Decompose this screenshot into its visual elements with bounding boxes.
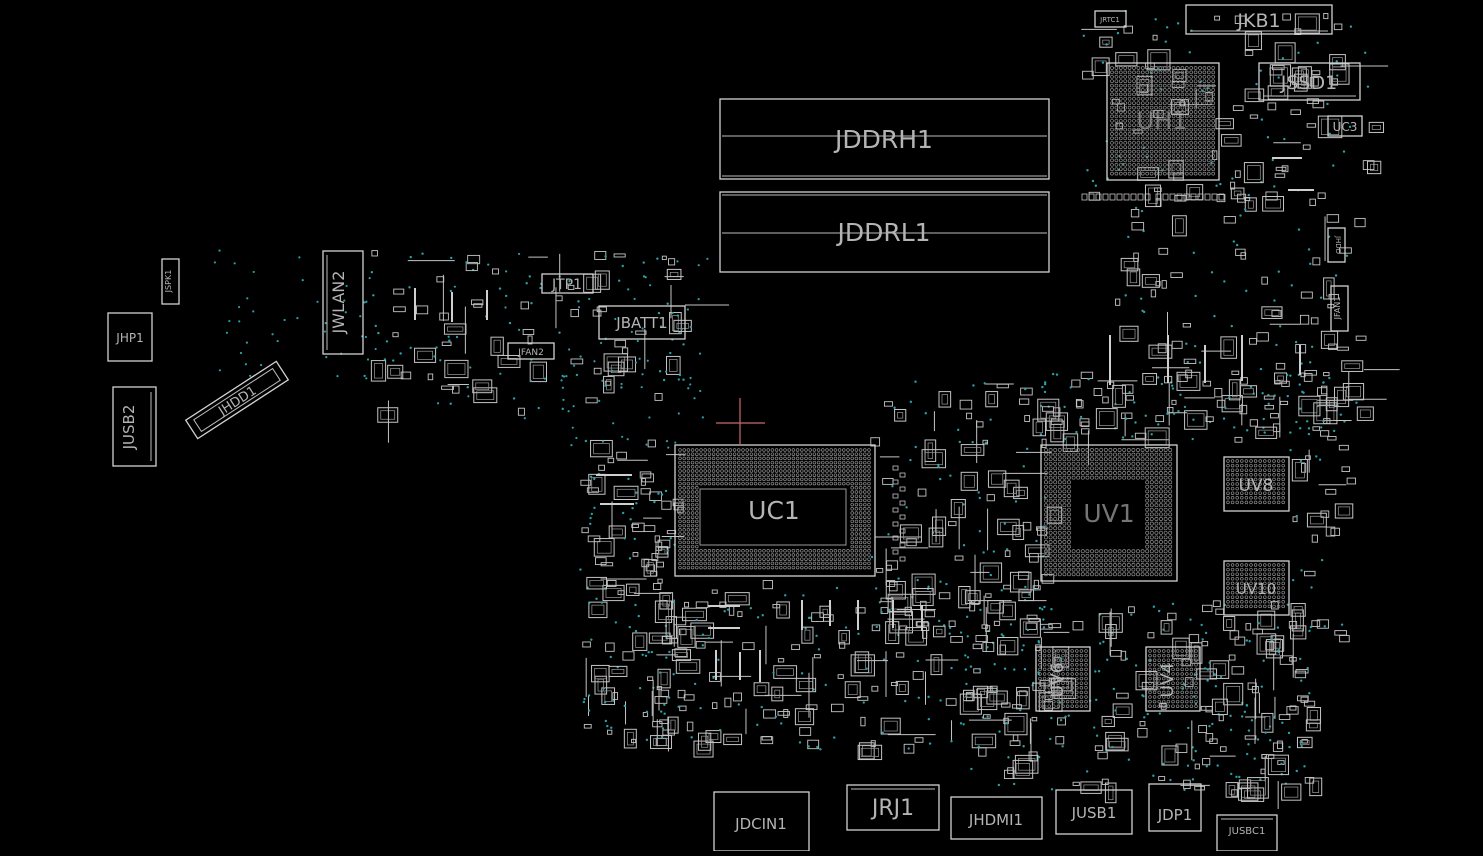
connector-jusbc1[interactable]: JUSBC1 <box>1216 814 1278 852</box>
label-uh1: UH1 <box>1137 107 1188 135</box>
label-jhp1: JHP1 <box>115 331 143 345</box>
label-jusb1: JUSB1 <box>1071 804 1117 822</box>
connector-jrj1[interactable]: JRJ1 <box>846 784 940 831</box>
connector-jkb1[interactable]: JKB1 <box>1185 4 1333 35</box>
label-jhdd: JHDD <box>1334 235 1342 254</box>
label-jhdmi1: JHDMI1 <box>968 811 1023 829</box>
connector-jhdd1[interactable]: JHDD1 <box>184 360 290 440</box>
label-jwlan2: JWLAN2 <box>329 271 348 335</box>
label-jrtc1: JRTC1 <box>1099 16 1120 24</box>
label-jddrh1: JDDRH1 <box>833 125 933 154</box>
uv4-ball-grid <box>1148 649 1198 708</box>
connector-jtp1[interactable]: JTP1 <box>541 273 594 294</box>
connector-jspk1[interactable]: JSPK1 <box>161 258 180 305</box>
connector-jbatt1[interactable]: JBATT1 <box>598 305 686 340</box>
connector-jdcin1[interactable]: JDCIN1 <box>713 791 810 852</box>
chip-uv6[interactable]: UV6 <box>1035 646 1091 712</box>
chip-uc3[interactable]: UC3 <box>1327 115 1363 137</box>
label-jddrl1: JDDRL1 <box>835 218 930 247</box>
label-jfan2: JFAN2 <box>517 348 544 358</box>
connector-jrtc1[interactable]: JRTC1 <box>1094 10 1127 28</box>
connector-jwlan2[interactable]: JWLAN2 <box>322 250 364 355</box>
label-uv8: UV8 <box>1239 476 1274 496</box>
label-jbatt1: JBATT1 <box>615 314 667 332</box>
uv8-ball-grid <box>1226 459 1285 505</box>
connector-jddrh1[interactable]: JDDRH1 <box>719 98 1050 180</box>
label-jhdd1: JHDD1 <box>215 384 259 420</box>
cursor-crosshair <box>716 398 765 445</box>
connector-jfan1[interactable]: JFAN1 <box>1330 285 1349 332</box>
connector-jhp1[interactable]: JHP1 <box>107 312 153 362</box>
chip-uc1[interactable]: UC1 <box>674 444 876 577</box>
small-components-layer <box>213 9 1400 809</box>
label-jusbc1: JUSBC1 <box>1228 826 1266 837</box>
connector-jfan2[interactable]: JFAN2 <box>507 342 555 360</box>
label-uv1: UV1 <box>1083 499 1134 528</box>
uv10-ball-grid <box>1226 563 1285 609</box>
label-uv4: UV4 <box>1158 663 1178 698</box>
connector-jusb2[interactable]: JUSB2 <box>112 386 157 467</box>
label-uc1: UC1 <box>748 496 800 525</box>
label-jssd1: JSSD1 <box>1280 72 1337 94</box>
connector-jhdd[interactable]: JHDD <box>1327 227 1346 263</box>
chip-uv8[interactable]: UV8 <box>1223 456 1290 512</box>
label-jfan1: JFAN1 <box>1333 297 1342 321</box>
label-uv10: UV10 <box>1236 580 1276 598</box>
label-uc3: UC3 <box>1333 120 1358 134</box>
connector-jdp1[interactable]: JDP1 <box>1148 783 1202 832</box>
uh1-ball-grid <box>1110 66 1216 176</box>
connector-jhdmi1[interactable]: JHDMI1 <box>950 796 1043 840</box>
label-jdcin1: JDCIN1 <box>734 815 787 833</box>
connector-jssd1[interactable]: JSSD1 <box>1258 62 1361 101</box>
label-jusb2: JUSB2 <box>120 405 138 451</box>
connector-jusb1[interactable]: JUSB1 <box>1055 789 1133 835</box>
uv1-ball-grid <box>1044 448 1173 577</box>
uc1-ball-grid <box>678 448 871 570</box>
chip-uv4[interactable]: UV4 <box>1145 646 1201 712</box>
chip-uv1[interactable]: UV1 <box>1040 444 1178 582</box>
label-jrj1: JRJ1 <box>870 796 914 821</box>
uv6-ball-grid <box>1038 649 1088 708</box>
chip-uh1[interactable]: UH1 <box>1106 62 1220 181</box>
label-jspk1: JSPK1 <box>164 270 173 294</box>
chip-uv10[interactable]: UV10 <box>1223 560 1290 616</box>
label-jtp1: JTP1 <box>551 277 582 293</box>
connector-jddrl1[interactable]: JDDRL1 <box>719 191 1050 273</box>
label-uv6: UV6 <box>1048 663 1068 698</box>
label-jkb1: JKB1 <box>1236 10 1280 32</box>
label-jdp1: JDP1 <box>1157 806 1193 824</box>
